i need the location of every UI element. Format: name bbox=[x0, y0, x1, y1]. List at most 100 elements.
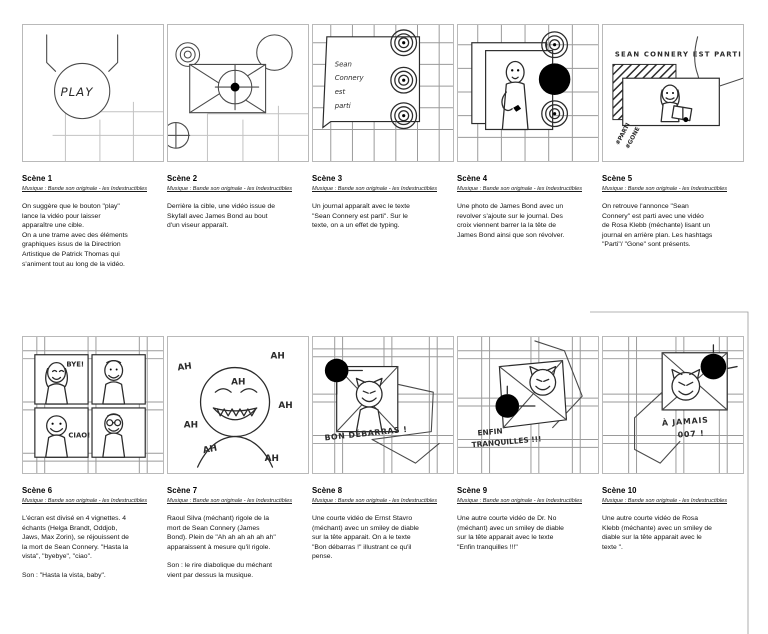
sketch-panel-scene-8: BON DÉBARRAS ! bbox=[312, 336, 454, 474]
scene-title: Scène 10 bbox=[602, 486, 637, 495]
svg-text:AH: AH bbox=[265, 454, 279, 464]
caption-scene-6: Scène 6 Musique : Bande son originale - … bbox=[22, 486, 164, 581]
scene-title: Scène 8 bbox=[312, 486, 343, 495]
svg-text:CIAO!: CIAO! bbox=[68, 432, 90, 440]
storyboard-cell-scene-4: Scène 4 Musique : Bande son originale - … bbox=[457, 24, 602, 269]
svg-text:ENFIN: ENFIN bbox=[477, 426, 503, 437]
svg-text:AH: AH bbox=[177, 362, 193, 374]
caption-scene-8: Scène 8 Musique : Bande son originale - … bbox=[312, 486, 454, 562]
scene-title: Scène 5 bbox=[602, 174, 633, 183]
storyboard-cell-scene-10: À JAMAIS 007 ! Scène 10 Musique : Bande … bbox=[602, 336, 747, 581]
sketch-scene-9: ENFIN TRANQUILLES !!! bbox=[458, 337, 598, 473]
caption-scene-9: Scène 9 Musique : Bande son originale - … bbox=[457, 486, 599, 552]
sketch-panel-scene-1: PLAY bbox=[22, 24, 164, 162]
svg-text:À JAMAIS: À JAMAIS bbox=[662, 413, 709, 427]
sketch-scene-7: AH AH AH AH AH AH AH bbox=[177, 352, 293, 468]
storyboard-cell-scene-2: Scène 2 Musique : Bande son originale - … bbox=[167, 24, 312, 269]
scene-description: Une autre courte vidéo de Rosa Klebb (mé… bbox=[602, 515, 712, 551]
storyboard-cell-scene-8: BON DÉBARRAS ! Scène 8 Musique : Bande s… bbox=[312, 336, 457, 581]
laughing-face bbox=[196, 366, 274, 468]
black-dot bbox=[700, 353, 727, 380]
svg-text:Connery: Connery bbox=[335, 74, 365, 82]
scene-music: Musique : Bande son originale - les Inde… bbox=[22, 498, 147, 504]
devil-smiley bbox=[355, 377, 383, 433]
black-dot bbox=[324, 358, 349, 383]
caption-scene-4: Scène 4 Musique : Bande son originale - … bbox=[457, 174, 599, 240]
sketch-scene-8: BON DÉBARRAS ! bbox=[313, 337, 453, 473]
sketch-panel-scene-4 bbox=[457, 24, 599, 162]
scene-music: Musique : Bande son originale - les Inde… bbox=[457, 498, 582, 504]
scene-title: Scène 9 bbox=[457, 486, 488, 495]
sketch-panel-scene-6: BYE! bbox=[22, 336, 164, 474]
caption-scene-2: Scène 2 Musique : Bande son originale - … bbox=[167, 174, 309, 231]
scene-description: Une photo de James Bond avec un revolver… bbox=[457, 203, 565, 239]
svg-text:007 !: 007 ! bbox=[677, 429, 704, 440]
scene-title: Scène 2 bbox=[167, 174, 198, 183]
storyboard-cell-scene-1: PLAY Scène 1 Musique : Bande son origina… bbox=[0, 24, 167, 269]
scene-title: Scène 3 bbox=[312, 174, 343, 183]
scene-music: Musique : Bande son originale - les Inde… bbox=[457, 186, 582, 192]
scene-description: Une courte vidéo de Ernst Stavro (méchan… bbox=[312, 515, 419, 561]
sketch-panel-scene-9: ENFIN TRANQUILLES !!! bbox=[457, 336, 599, 474]
black-dot bbox=[538, 63, 571, 95]
storyboard-cell-scene-5: SEAN CONNERY EST PARTI bbox=[602, 24, 747, 269]
scene-description: Derrière la cible, une vidéo issue de Sk… bbox=[167, 203, 276, 230]
headline-text: SEAN CONNERY EST PARTI bbox=[615, 51, 742, 59]
sketch-scene-6: BYE! bbox=[23, 337, 163, 473]
scene-title: Scène 6 bbox=[22, 486, 53, 495]
svg-text:BYE!: BYE! bbox=[66, 361, 84, 369]
svg-text:AH: AH bbox=[184, 421, 198, 431]
scene-music: Musique : Bande son originale - les Inde… bbox=[167, 186, 292, 192]
ah-texts: AH AH AH AH AH AH AH bbox=[177, 352, 293, 464]
scene-description: Un journal apparaît avec le texte "Sean … bbox=[312, 203, 410, 230]
scene-description: On retrouve l'annonce "Sean Connery" est… bbox=[602, 203, 713, 249]
newspaper-headline: Sean Connery est parti bbox=[334, 60, 365, 109]
sketch-scene-2 bbox=[168, 34, 308, 161]
scene-description: Une autre courte vidéo de Dr. No (méchan… bbox=[457, 515, 564, 551]
scene-title: Scène 7 bbox=[167, 486, 198, 495]
scene-music: Musique : Bande son originale - les Inde… bbox=[312, 498, 437, 504]
scene-title: Scène 1 bbox=[22, 174, 53, 183]
caption-scene-3: Scène 3 Musique : Bande son originale - … bbox=[312, 174, 454, 231]
svg-text:AH: AH bbox=[278, 401, 292, 411]
sketch-scene-1: PLAY bbox=[46, 34, 163, 161]
storyboard-row-2: BYE! bbox=[0, 336, 768, 581]
storyboard-cell-scene-6: BYE! bbox=[0, 336, 167, 581]
svg-text:AH: AH bbox=[231, 377, 245, 387]
storyboard-row-1: PLAY Scène 1 Musique : Bande son origina… bbox=[0, 24, 768, 269]
scene-description: L'écran est divisé en 4 vignettes. 4 éch… bbox=[22, 515, 129, 561]
scene-description: Raoul Silva (méchant) rigole de la mort … bbox=[167, 515, 276, 551]
sketch-scene-10: À JAMAIS 007 ! bbox=[603, 337, 743, 473]
sketch-scene-3: Sean Connery est parti bbox=[313, 25, 453, 161]
devil-smiley bbox=[529, 365, 557, 396]
scene-music: Musique : Bande son originale - les Inde… bbox=[312, 186, 437, 192]
sketch-scene-5: SEAN CONNERY EST PARTI bbox=[612, 36, 743, 150]
storyboard-cell-scene-7: AH AH AH AH AH AH AH Scène 7 Musique : B… bbox=[167, 336, 312, 581]
scene-music: Musique : Bande son originale - les Inde… bbox=[602, 186, 727, 192]
sketch-panel-scene-3: Sean Connery est parti bbox=[312, 24, 454, 162]
scene-music: Musique : Bande son originale - les Inde… bbox=[602, 498, 727, 504]
svg-text:AH: AH bbox=[202, 443, 218, 456]
caption-scene-5: Scène 5 Musique : Bande son originale - … bbox=[602, 174, 744, 250]
scene-title: Scène 4 bbox=[457, 174, 488, 183]
sketch-panel-scene-2 bbox=[167, 24, 309, 162]
storyboard-cell-scene-3: Sean Connery est parti Scène 3 Musique :… bbox=[312, 24, 457, 269]
caption-scene-7: Scène 7 Musique : Bande son originale - … bbox=[167, 486, 309, 581]
scene-music: Musique : Bande son originale - les Inde… bbox=[167, 498, 292, 504]
svg-text:est: est bbox=[335, 88, 346, 96]
scene-sound: Son : "Hasta la vista, baby". bbox=[22, 571, 106, 579]
scene-sound: Son : le rire diabolique du méchant vien… bbox=[167, 562, 273, 579]
hashtags: #PARTI #GONE bbox=[615, 122, 641, 150]
scene-description: On suggère que le bouton "play" lance la… bbox=[22, 203, 128, 268]
sketch-panel-scene-7: AH AH AH AH AH AH AH bbox=[167, 336, 309, 474]
svg-text:Sean: Sean bbox=[335, 60, 352, 68]
caption-scene-1: Scène 1 Musique : Bande son originale - … bbox=[22, 174, 164, 269]
storyboard-cell-scene-9: ENFIN TRANQUILLES !!! Scène 9 Musique : … bbox=[457, 336, 602, 581]
caption-scene-10: Scène 10 Musique : Bande son originale -… bbox=[602, 486, 744, 552]
character-with-revolver bbox=[501, 60, 529, 131]
sketch-scene-4 bbox=[458, 25, 598, 161]
sketch-panel-scene-10: À JAMAIS 007 ! bbox=[602, 336, 744, 474]
svg-text:AH: AH bbox=[271, 352, 285, 362]
scene-music: Musique : Bande son originale - les Inde… bbox=[22, 186, 147, 192]
